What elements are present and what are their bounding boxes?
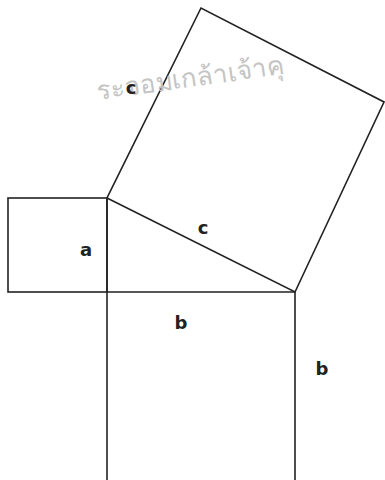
watermark: ระจอมเกล้าเจ้าคุ [95,52,285,104]
square-a [8,198,107,292]
side-label: b [175,314,188,332]
triangle-leg [106,198,108,292]
side-label: a [80,241,92,259]
side-label: c [126,79,137,97]
side-label: b [316,360,329,378]
side-label: c [198,219,209,237]
square-b-left [106,292,108,480]
square-c [107,8,384,292]
square-b-top-right [107,292,295,480]
